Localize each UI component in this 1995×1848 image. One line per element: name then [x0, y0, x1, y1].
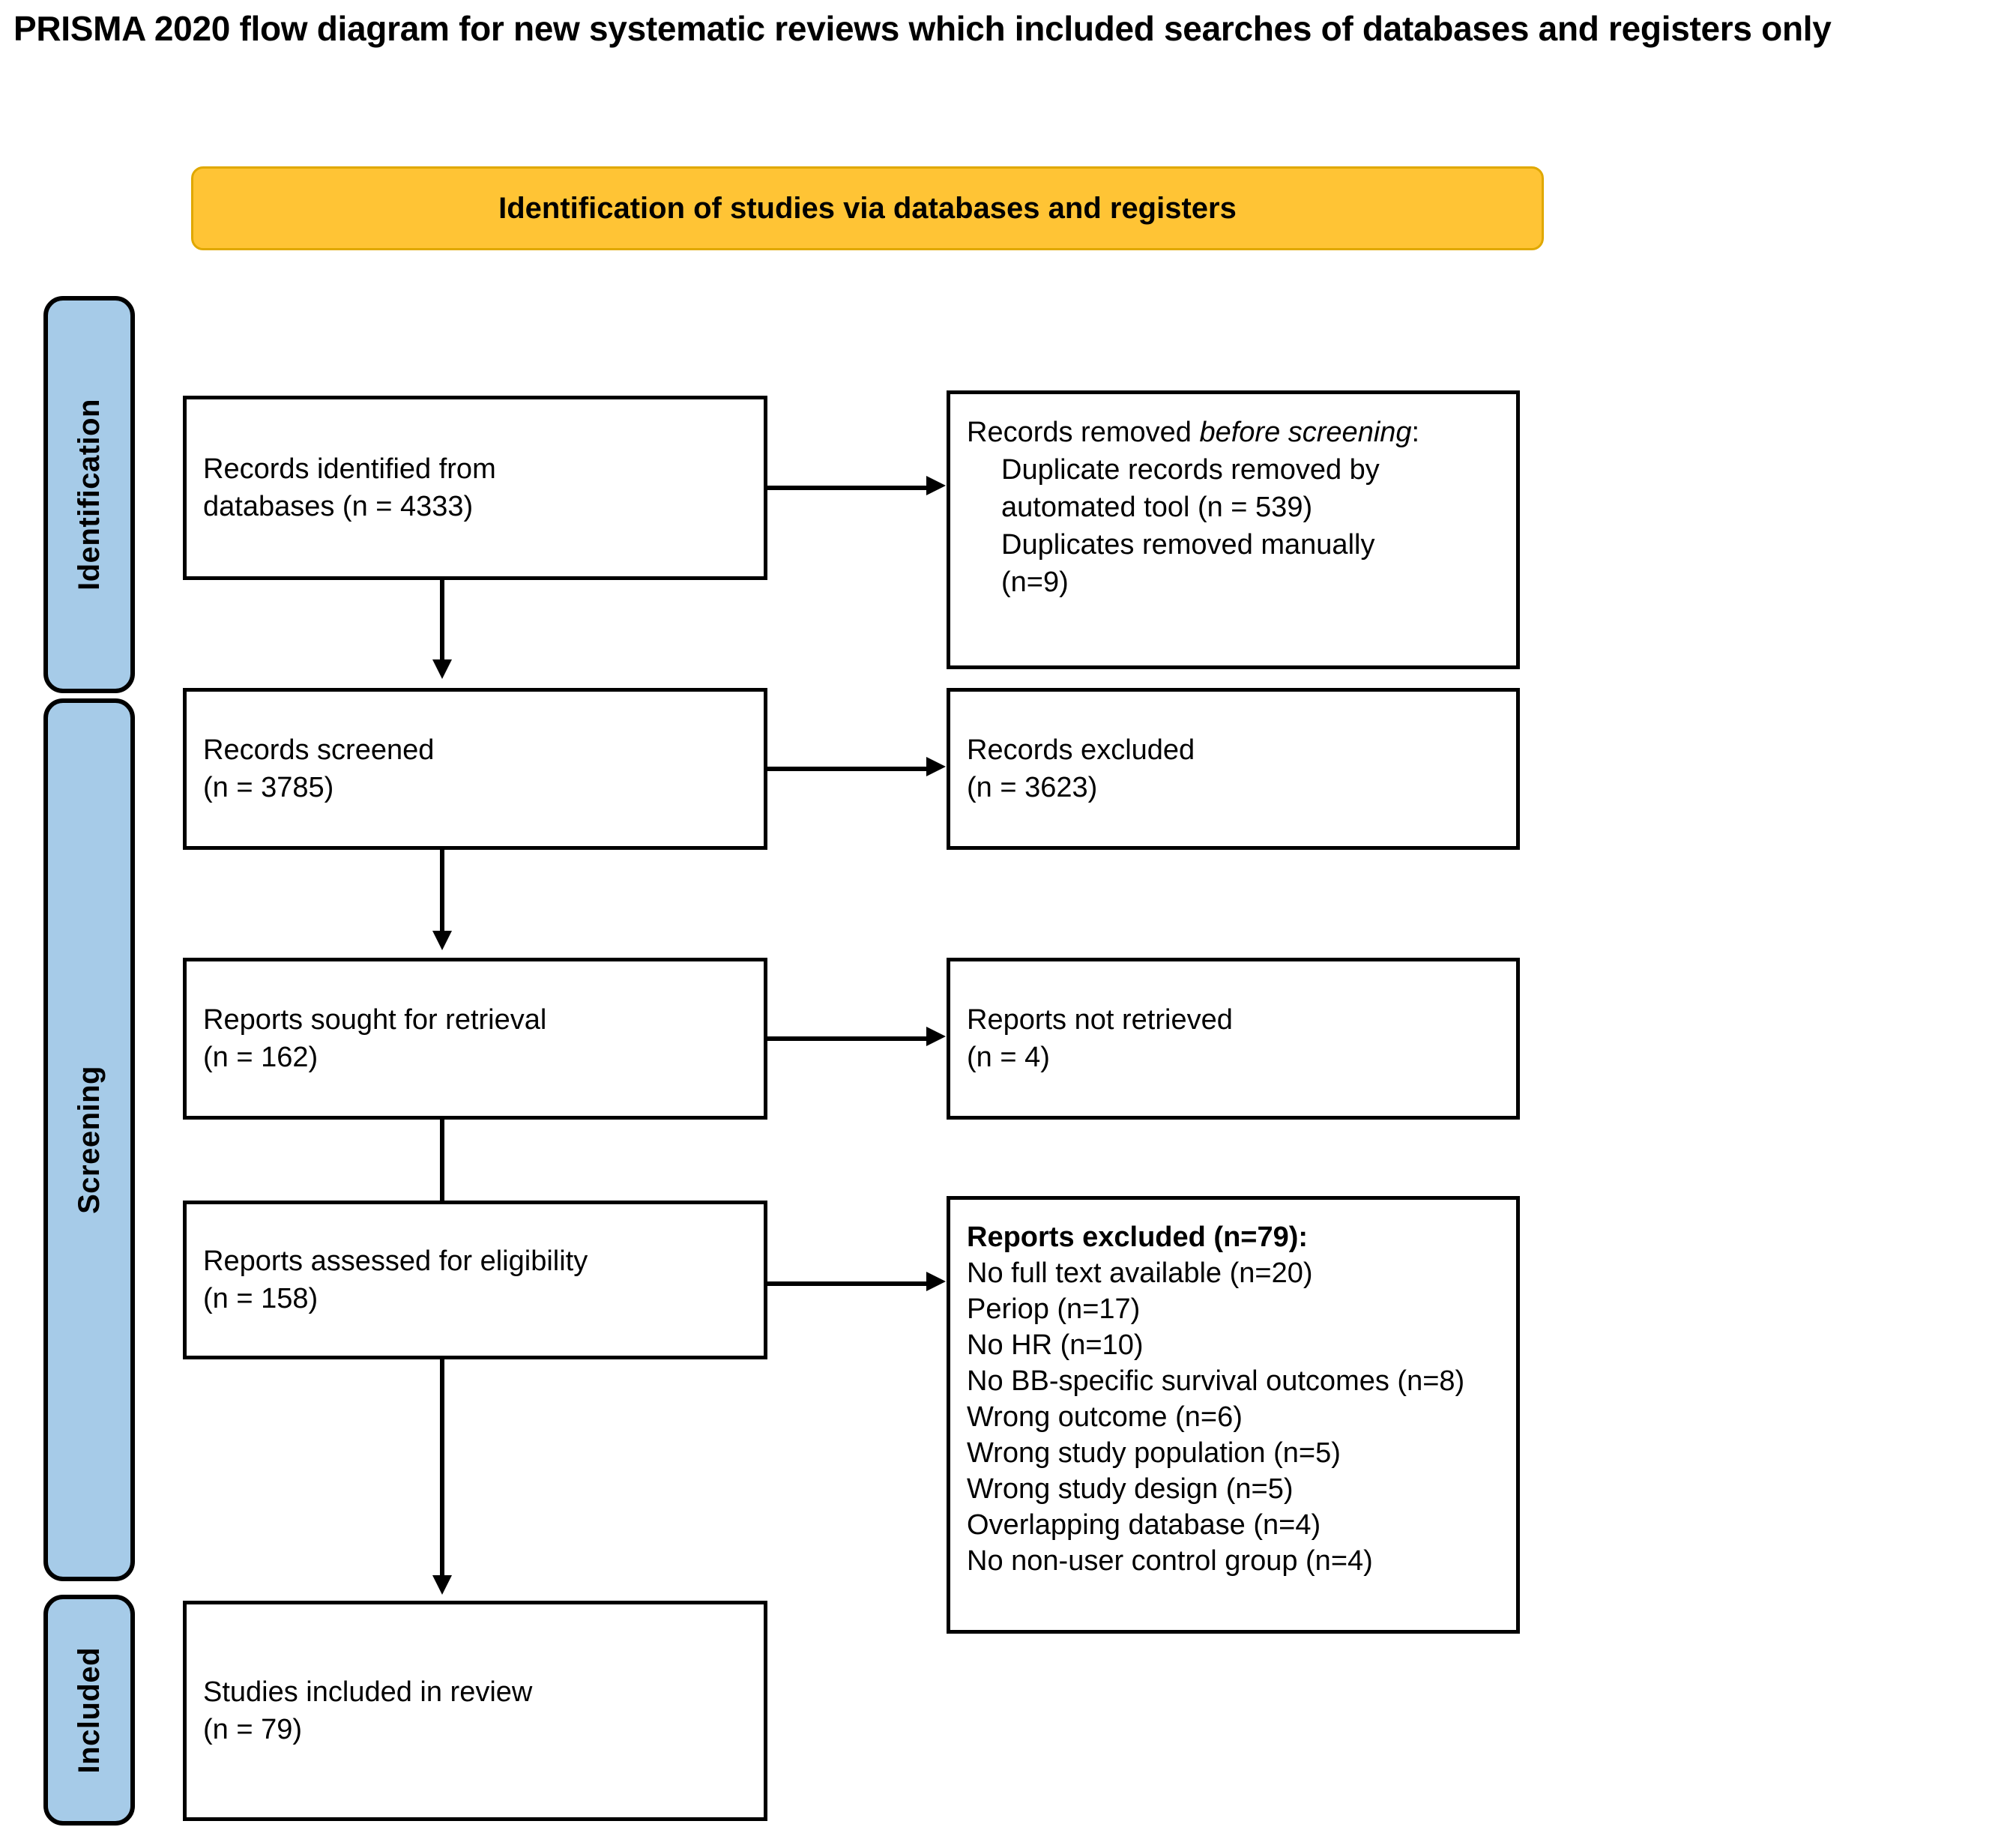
box-studies-included-in-review: Studies included in review (n = 79) — [183, 1601, 767, 1821]
box-line: Records excluded — [967, 734, 1195, 766]
arrow-head-down — [432, 931, 452, 950]
identification-banner: Identification of studies via databases … — [191, 166, 1544, 250]
box-records-removed-before-screening: Records removed before screening: Duplic… — [947, 390, 1520, 669]
exclusion-reason: Wrong outcome (n=6) — [967, 1401, 1243, 1433]
box-records-excluded: Records excluded (n = 3623) — [947, 688, 1520, 850]
connector-line — [767, 1036, 928, 1041]
stage-label-screening: Screening — [72, 1066, 106, 1214]
box-line: Duplicates removed manually — [1001, 529, 1375, 561]
box-line: (n = 3785) — [203, 772, 334, 803]
exclusion-reason: No BB-specific survival outcomes (n=8) — [967, 1365, 1465, 1397]
arrow-head-right — [926, 1027, 946, 1046]
box-line: (n = 158) — [203, 1283, 319, 1314]
box-records-screened: Records screened (n = 3785) — [183, 688, 767, 850]
box-reports-not-retrieved: Reports not retrieved (n = 4) — [947, 958, 1520, 1120]
box-heading: Records removed before screening: — [967, 414, 1500, 451]
exclusion-reason: No HR (n=10) — [967, 1329, 1144, 1361]
box-reports-assessed-for-eligibility: Reports assessed for eligibility (n = 15… — [183, 1201, 767, 1359]
arrow-head-right — [926, 757, 946, 776]
box-line: Studies included in review — [203, 1676, 533, 1708]
connector-line — [440, 580, 444, 661]
box-reports-excluded: Reports excluded (n=79): No full text av… — [947, 1196, 1520, 1634]
box-heading-italic: before screening — [1199, 417, 1412, 448]
exclusion-reason: Periop (n=17) — [967, 1293, 1141, 1325]
box-line: Reports assessed for eligibility — [203, 1245, 588, 1277]
box-reports-sought-for-retrieval: Reports sought for retrieval (n = 162) — [183, 958, 767, 1120]
exclusion-reason: Wrong study population (n=5) — [967, 1437, 1341, 1469]
box-line: databases (n = 4333) — [203, 491, 474, 522]
box-line: Reports not retrieved — [967, 1004, 1233, 1036]
connector-line — [767, 486, 928, 490]
box-line: Records identified from — [203, 453, 496, 485]
exclusion-reason: Overlapping database (n=4) — [967, 1509, 1321, 1541]
box-line: Records screened — [203, 734, 435, 766]
box-records-identified: Records identified from databases (n = 4… — [183, 396, 767, 580]
box-line: (n = 79) — [203, 1714, 303, 1745]
box-line: (n = 162) — [203, 1042, 319, 1073]
box-line: (n=9) — [1001, 567, 1069, 598]
box-heading-suffix: : — [1411, 417, 1420, 448]
connector-line — [440, 1120, 444, 1202]
arrow-head-right — [926, 1272, 946, 1291]
box-heading: Reports excluded (n=79): — [967, 1222, 1309, 1253]
exclusion-reason: No non-user control group (n=4) — [967, 1545, 1373, 1577]
page-title: PRISMA 2020 flow diagram for new systema… — [13, 9, 1832, 48]
arrow-head-right — [926, 476, 946, 495]
stage-bar-identification: Identification — [43, 296, 135, 693]
connector-line — [440, 1359, 444, 1577]
exclusion-reason: Wrong study design (n=5) — [967, 1473, 1294, 1505]
box-line: automated tool (n = 539) — [1001, 492, 1313, 523]
arrow-head-down — [432, 659, 452, 679]
arrow-head-down — [432, 1575, 452, 1595]
box-line: Duplicate records removed by — [1001, 454, 1380, 486]
box-line: (n = 3623) — [967, 772, 1098, 803]
box-line: Reports sought for retrieval — [203, 1004, 547, 1036]
box-heading-prefix: Records removed — [967, 417, 1200, 448]
identification-banner-label: Identification of studies via databases … — [498, 191, 1237, 225]
connector-line — [767, 1281, 928, 1286]
box-line: (n = 4) — [967, 1042, 1050, 1073]
connector-line — [440, 850, 444, 932]
stage-bar-screening: Screening — [43, 698, 135, 1581]
connector-line — [767, 767, 928, 771]
stage-label-identification: Identification — [72, 399, 106, 591]
stage-label-included: Included — [72, 1646, 106, 1774]
stage-bar-included: Included — [43, 1595, 135, 1826]
exclusion-reason: No full text available (n=20) — [967, 1257, 1313, 1289]
